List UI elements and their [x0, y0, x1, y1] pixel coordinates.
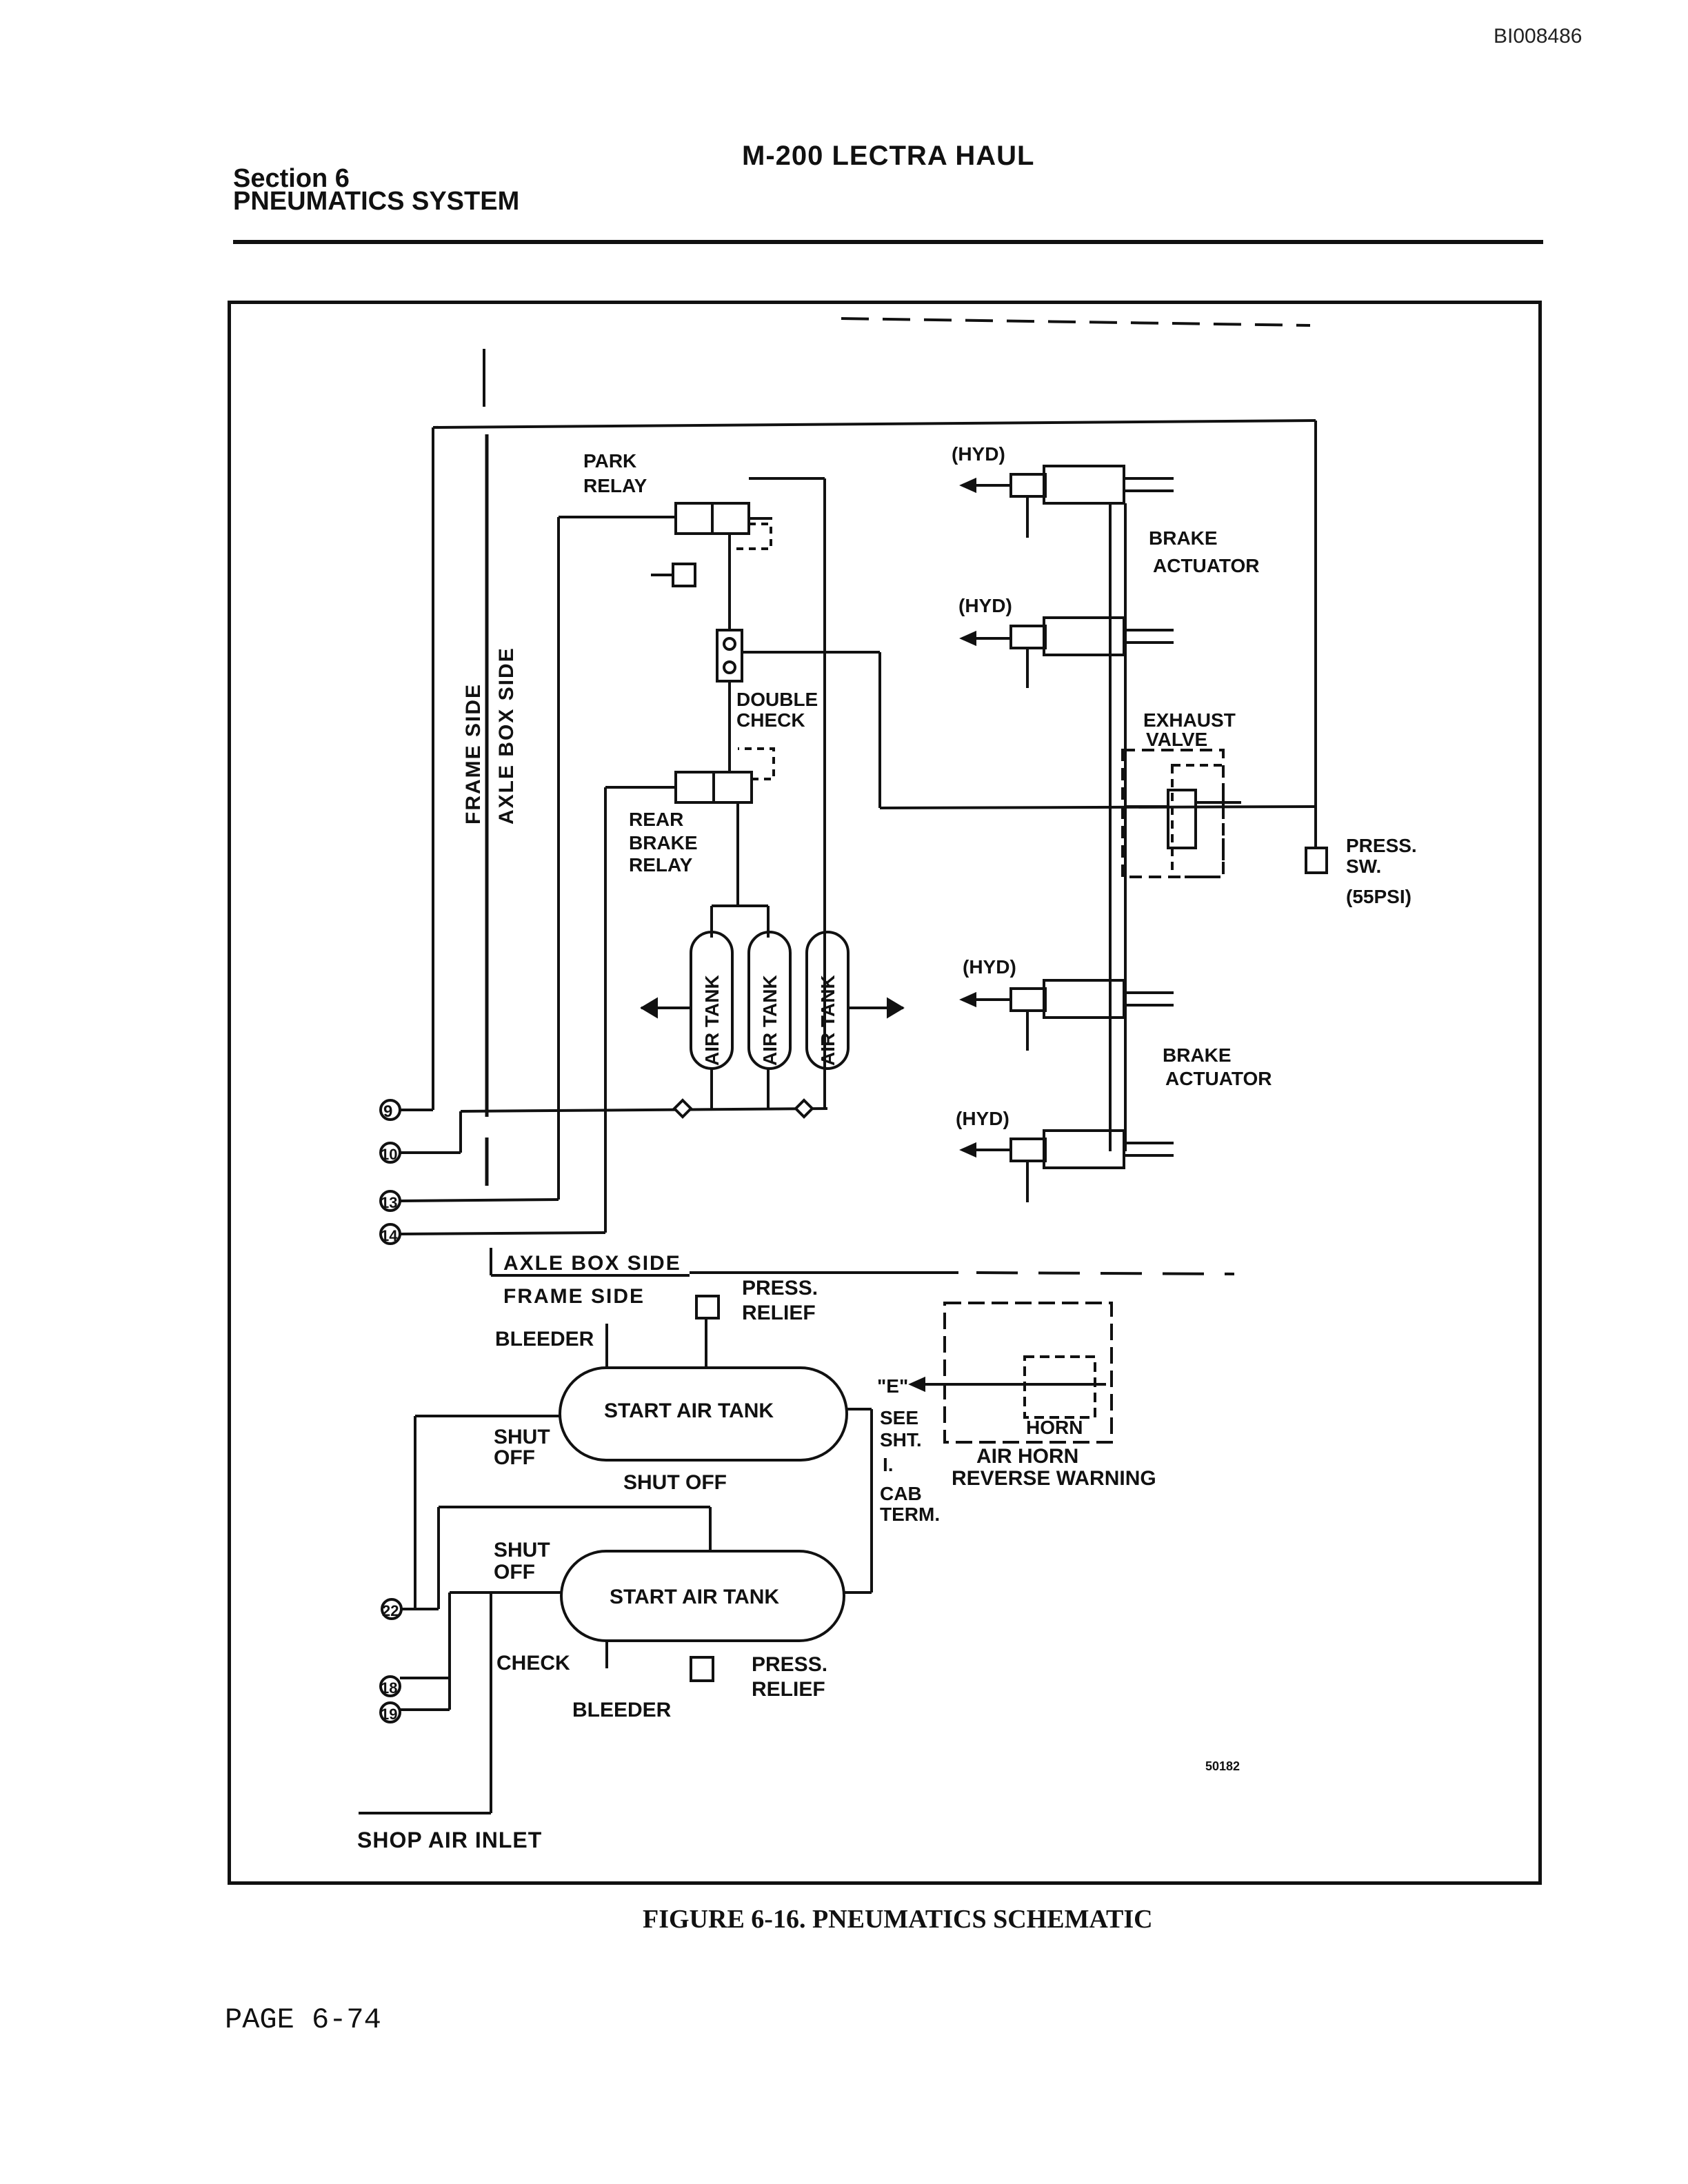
terminal-10: [379, 1142, 401, 1164]
terminal-19-label: 19: [381, 1706, 397, 1723]
press-relief-upper-label-1: PRESS.: [742, 1277, 818, 1300]
terminal-18-label: 18: [381, 1679, 397, 1697]
horn-label: HORN: [1026, 1417, 1083, 1438]
terminal-group: 9 10 13 14 22 18 19: [379, 1099, 403, 1723]
see-sht-label-3: I.: [883, 1454, 894, 1475]
brake-actuator-lower-label-1: BRAKE: [1163, 1044, 1232, 1066]
shut-off-3-label-1: SHUT: [494, 1539, 550, 1561]
exhaust-valve-label-1: EXHAUST: [1143, 709, 1236, 731]
hyd-label-2: (HYD): [958, 595, 1012, 616]
terminal-22-label: 22: [382, 1602, 399, 1619]
terminal-19: [379, 1701, 401, 1723]
header-rule: [233, 240, 1543, 244]
air-horn-label: AIR HORN: [976, 1445, 1078, 1468]
drawing-number-label: 50182: [1205, 1759, 1240, 1773]
shut-off-1-label-2: OFF: [494, 1446, 535, 1469]
document-title: M-200 LECTRA HAUL: [742, 141, 1035, 171]
cab-term-label-2: TERM.: [880, 1504, 940, 1525]
air-tank-1-label: AIR TANK: [701, 975, 723, 1066]
terminal-22: [381, 1598, 403, 1620]
park-relay-label-1: PARK: [583, 450, 636, 472]
air-tank-2-label: AIR TANK: [759, 975, 781, 1066]
double-check-label-1: DOUBLE: [736, 689, 818, 710]
schematic-lines: [359, 317, 1328, 1814]
terminal-18: [379, 1675, 401, 1697]
see-sht-label-1: SEE: [880, 1407, 918, 1428]
air-tank-3-label: AIR TANK: [817, 975, 838, 1066]
system-label: PNEUMATICS SYSTEM: [233, 187, 520, 216]
hyd-label-1: (HYD): [952, 443, 1005, 465]
rear-brake-relay-label-1: REAR: [629, 809, 683, 830]
check-label: CHECK: [496, 1652, 570, 1675]
axle-box-side-label: AXLE BOX SIDE: [503, 1252, 681, 1275]
terminal-9-label: 9: [383, 1102, 392, 1121]
figure-frame: [228, 301, 1542, 1885]
terminal-13: [379, 1190, 401, 1212]
brake-actuator-upper-label-1: BRAKE: [1149, 527, 1218, 549]
rear-brake-relay-label-3: RELAY: [629, 854, 693, 876]
bleeder-lower-label: BLEEDER: [572, 1699, 672, 1721]
press-relief-upper-label-2: RELIEF: [742, 1302, 816, 1324]
terminal-9: [379, 1099, 401, 1121]
page-number: PAGE 6-74: [225, 2003, 381, 2036]
park-relay-label-2: RELAY: [583, 475, 647, 496]
e-reference-label: "E": [877, 1375, 908, 1397]
bleeder-upper-label: BLEEDER: [495, 1328, 594, 1351]
hyd-label-3: (HYD): [963, 956, 1016, 978]
terminal-10-label: 10: [381, 1146, 397, 1163]
figure-caption: FIGURE 6-16. PNEUMATICS SCHEMATIC: [643, 1905, 1153, 1934]
press-switch-label-2: SW.: [1346, 856, 1381, 877]
shut-off-3-label-2: OFF: [494, 1561, 535, 1584]
reverse-warning-label: REVERSE WARNING: [952, 1467, 1156, 1490]
press-switch-label-1: PRESS.: [1346, 835, 1417, 856]
exhaust-valve-label-2: VALVE: [1146, 729, 1207, 750]
see-sht-label-2: SHT.: [880, 1429, 922, 1450]
hyd-label-4: (HYD): [956, 1108, 1009, 1129]
document-id: BI008486: [1494, 25, 1582, 48]
section-label: Section 6: [233, 164, 350, 193]
axle-box-side-vertical-label: AXLE BOX SIDE: [495, 647, 518, 825]
frame-side-label: FRAME SIDE: [462, 683, 485, 825]
terminal-14: [379, 1223, 401, 1245]
shut-off-1-label-1: SHUT: [494, 1426, 550, 1448]
double-check-label-2: CHECK: [736, 709, 805, 731]
terminal-13-label: 13: [381, 1194, 397, 1211]
cab-term-label-1: CAB: [880, 1483, 922, 1504]
frame-side-lower-label: FRAME SIDE: [503, 1285, 645, 1308]
start-air-tank-2-label: START AIR TANK: [610, 1586, 779, 1608]
rear-brake-relay-label-2: BRAKE: [629, 832, 698, 853]
start-air-tank-1-label: START AIR TANK: [604, 1399, 774, 1422]
brake-actuator-upper-label-2: ACTUATOR: [1153, 555, 1260, 576]
terminal-14-label: 14: [381, 1227, 398, 1244]
press-switch-label-3: (55PSI): [1346, 886, 1411, 907]
press-relief-lower-label-1: PRESS.: [752, 1653, 827, 1676]
shop-air-inlet-label: SHOP AIR INLET: [357, 1828, 542, 1852]
press-relief-lower-label-2: RELIEF: [752, 1678, 825, 1701]
shut-off-mid-label: SHUT OFF: [623, 1471, 727, 1494]
brake-actuator-lower-label-2: ACTUATOR: [1165, 1068, 1272, 1089]
